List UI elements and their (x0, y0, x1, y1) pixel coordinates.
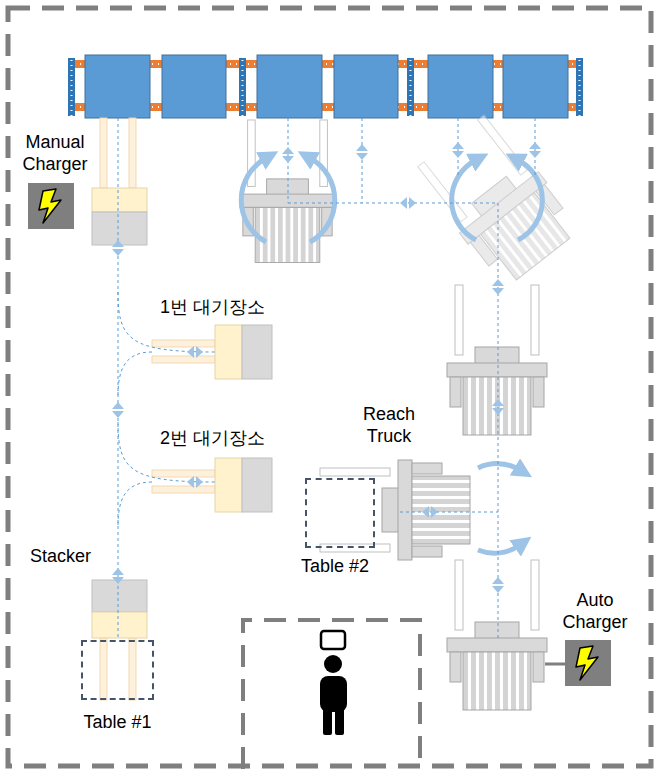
charger-node: Auto Charger (555, 590, 635, 686)
area-label: Reach Truck (350, 404, 428, 447)
area-label: Stacker (30, 546, 91, 568)
lightning-icon (28, 183, 74, 229)
travel-paths (118, 118, 535, 640)
area-label: 2번 대기장소 (160, 428, 265, 450)
table-area (81, 640, 154, 700)
rack (68, 55, 583, 118)
operator-icon (320, 631, 347, 735)
reach-trucks (240, 110, 583, 710)
direction-arrows (112, 142, 541, 593)
area-boundary (8, 8, 651, 766)
node-label: Auto Charger (555, 590, 635, 633)
node-label: Table #2 (290, 556, 380, 578)
table-area (305, 478, 375, 548)
table-node: Table #1 (75, 640, 160, 734)
rotation-arrows (241, 158, 542, 553)
node-label: Table #1 (75, 712, 160, 734)
lightning-icon (565, 640, 611, 686)
node-label: Manual Charger (10, 132, 100, 175)
charger-cable (545, 663, 566, 666)
charger-node: Manual Charger (10, 132, 100, 229)
charger-box (28, 183, 74, 229)
table-node: Table #2 (290, 478, 380, 578)
charger-box (565, 640, 611, 686)
area-label: 1번 대기장소 (160, 297, 265, 319)
operator-room (243, 620, 420, 769)
